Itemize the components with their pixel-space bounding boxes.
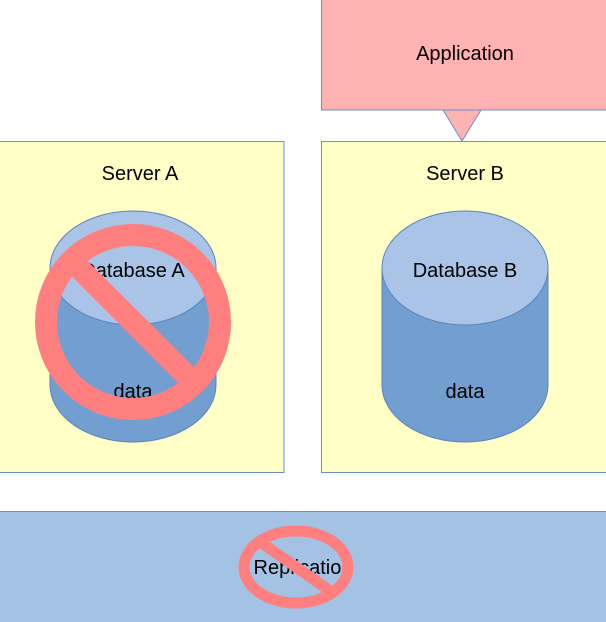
database-a-label: Database A (81, 260, 185, 282)
database-b: Database B data (381, 210, 549, 443)
database-b-top (381, 210, 549, 326)
prohibited-icon (238, 525, 354, 609)
prohibited-icon (35, 224, 231, 420)
application-node: Application (321, 0, 606, 142)
server-b-title: Server B (426, 163, 504, 185)
database-b-data-label: data (446, 381, 486, 403)
database-b-label: Database B (413, 260, 518, 282)
application-label: Application (416, 43, 514, 65)
server-a-title: Server A (102, 163, 179, 185)
server-a: Server A Database A data (0, 141, 285, 473)
application-box (321, 0, 606, 111)
application-connector-arrow (442, 109, 482, 142)
replication-link: Replication (0, 511, 606, 622)
server-b: Server B Database B data (321, 141, 606, 473)
